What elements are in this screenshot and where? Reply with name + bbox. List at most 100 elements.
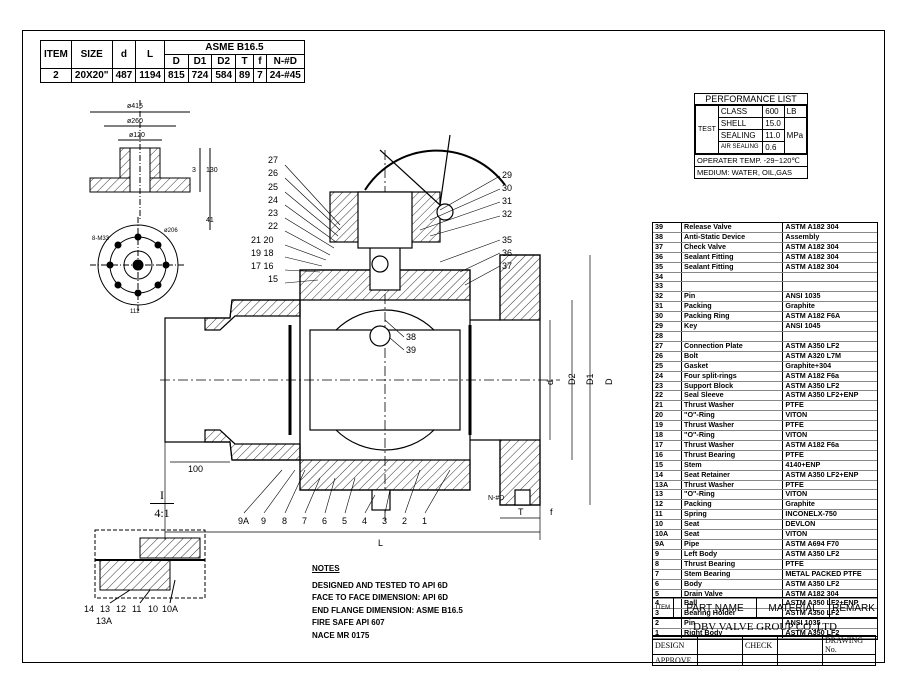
dim-100: 100 xyxy=(188,464,203,474)
dim-f: f xyxy=(550,507,553,517)
part-material: Graphite xyxy=(782,301,877,313)
col-T: T xyxy=(235,54,255,69)
air-value: 0.6 xyxy=(762,141,785,154)
approve-label: APPROVE xyxy=(652,654,698,666)
part-material: ASTM A350 LF2+ENP xyxy=(782,470,877,481)
part-item: 13 xyxy=(653,489,683,501)
part-item: 24 xyxy=(653,371,683,382)
drawing-no-label: DRAWING No. xyxy=(822,635,876,655)
callout-1: 1 xyxy=(422,516,427,526)
header-item: ITEM xyxy=(653,598,674,618)
part-material: Assembly xyxy=(782,232,877,243)
part-item: 38 xyxy=(653,232,683,243)
note-line: NACE MR 0175 xyxy=(312,630,370,640)
dim-T: T xyxy=(518,507,524,517)
part-item: 25 xyxy=(653,361,683,372)
cell: 1194 xyxy=(135,68,165,83)
part-name: Anti-Static Device xyxy=(681,232,784,243)
note-line: DESIGNED AND TESTED TO API 6D xyxy=(312,580,448,590)
part-material: ASTM A350 LF2 xyxy=(782,341,877,352)
header-material: MATERIAL xyxy=(757,598,830,618)
part-material: VITON xyxy=(782,529,877,540)
dim-260: ø260 xyxy=(127,118,143,125)
part-name: Thrust Bearing xyxy=(681,559,784,570)
drawing-frame xyxy=(22,30,885,663)
mpa-unit: MPa xyxy=(783,117,808,154)
part-material xyxy=(782,272,877,283)
part-name: Gasket xyxy=(681,361,784,372)
callout-13: 13 xyxy=(100,604,110,614)
callout-21-20: 21 20 xyxy=(251,235,274,245)
part-item: 14 xyxy=(653,470,683,481)
part-name: Thrust Washer xyxy=(681,480,784,491)
leader-lines xyxy=(243,164,501,514)
part-item: 23 xyxy=(653,381,683,392)
part-material: ANSI 1035 xyxy=(782,618,877,630)
part-material xyxy=(782,331,877,342)
part-name: Thrust Bearing xyxy=(681,450,784,461)
part-name: Packing Ring xyxy=(681,311,784,323)
part-name: Drain Valve xyxy=(681,589,784,600)
dimension-table: ITEM SIZE d L ASME B16.5 D D1 D2 T f N-#… xyxy=(40,40,305,83)
note-line: FIRE SAFE API 607 xyxy=(312,618,385,627)
part-item: 34 xyxy=(653,272,683,283)
callout-37: 37 xyxy=(502,261,512,271)
table-row: 2 20X20" 487 1194 815 724 584 89 7 24-#4… xyxy=(40,68,305,83)
part-item: 26 xyxy=(653,351,683,362)
part-item: 5 xyxy=(653,589,683,600)
performance-title: PERFORMANCE LIST xyxy=(695,94,807,105)
part-name: Seal Sleeve xyxy=(681,390,784,402)
dim-130: 130 xyxy=(206,167,218,174)
part-name: Packing xyxy=(681,499,784,511)
part-material: PTFE xyxy=(782,480,877,491)
part-name: Support Block xyxy=(681,381,784,392)
notes-title: NOTES xyxy=(312,564,340,573)
part-item: 9A xyxy=(653,539,683,550)
part-item: 27 xyxy=(653,341,683,352)
part-name: Ball xyxy=(681,598,784,610)
dim-3: 3 xyxy=(192,167,196,174)
detail-ratio: 4:1 xyxy=(154,506,170,520)
part-name: Packing xyxy=(681,301,784,313)
dim-d: d xyxy=(545,380,555,385)
callout-15: 15 xyxy=(268,274,278,284)
callout-31: 31 xyxy=(502,196,512,206)
part-name: Key xyxy=(681,321,784,332)
part-name: Left Body xyxy=(681,549,784,560)
part-item: 7 xyxy=(653,569,683,580)
part-item: 13A xyxy=(653,480,683,491)
callout-10a: 10A xyxy=(162,604,178,614)
part-item: 10 xyxy=(653,519,683,531)
part-material: INCONELX-750 xyxy=(782,509,877,521)
part-material: ASTM A182 304 xyxy=(782,223,877,233)
part-name: "O"-Ring xyxy=(681,489,784,501)
callout-8: 8 xyxy=(282,516,287,526)
cell: 24-#45 xyxy=(265,68,305,83)
check-label: CHECK xyxy=(742,635,778,655)
detail-scale: I 4:1 xyxy=(150,488,174,521)
part-item: 39 xyxy=(653,223,683,233)
sealing-label: SEALING xyxy=(717,129,764,142)
company-name: DBV VALVE GROUP CO.,LTD xyxy=(652,617,878,637)
part-material: 4140+ENP xyxy=(782,460,877,471)
dim-41: 41 xyxy=(206,217,214,224)
callout-13a: 13A xyxy=(96,616,112,626)
part-name: Check Valve xyxy=(681,242,784,253)
